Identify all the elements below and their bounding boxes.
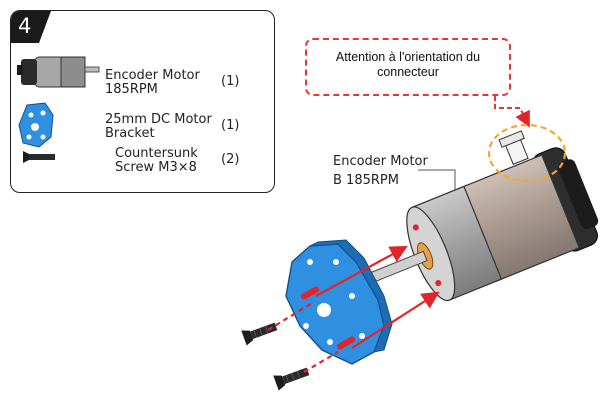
connector-highlight	[487, 123, 567, 183]
motor-bracket	[285, 239, 393, 365]
countersunk-screw-icon	[23, 151, 55, 163]
parts-list-box: 4 Encoder Motor 185RPM (1) 25mm DC Motor…	[10, 10, 275, 193]
step-badge	[11, 11, 51, 43]
callout-pointer	[494, 96, 530, 128]
part-qty-encoder-motor: (1)	[221, 74, 240, 89]
step-number: 4	[18, 14, 32, 38]
countersunk-screw-1	[241, 322, 278, 346]
bracket-arrow-2	[351, 291, 440, 349]
part-label-motor-bracket: 25mm DC Motor Bracket	[105, 112, 212, 141]
encoder-motor	[361, 130, 599, 302]
screw-arrow-2	[303, 351, 339, 373]
countersunk-screw-2	[273, 367, 310, 391]
bracket-arrow-1	[315, 245, 408, 297]
attention-callout: Attention à l'orientation du connecteur	[305, 38, 511, 96]
part-qty-countersunk-screw: (2)	[221, 152, 240, 167]
part-label-encoder-motor: Encoder Motor 185RPM	[105, 68, 200, 97]
part-qty-motor-bracket: (1)	[221, 118, 240, 133]
callout-line-2: connecteur	[377, 65, 439, 79]
encoder-motor-icon	[17, 56, 100, 88]
part-label-countersunk-screw: Countersunk Screw M3×8	[115, 146, 198, 175]
callout-line-1: Attention à l'orientation du	[335, 50, 481, 64]
motor-bracket-icon	[18, 102, 54, 148]
motor-label: Encoder Motor B 185RPM	[333, 154, 428, 188]
